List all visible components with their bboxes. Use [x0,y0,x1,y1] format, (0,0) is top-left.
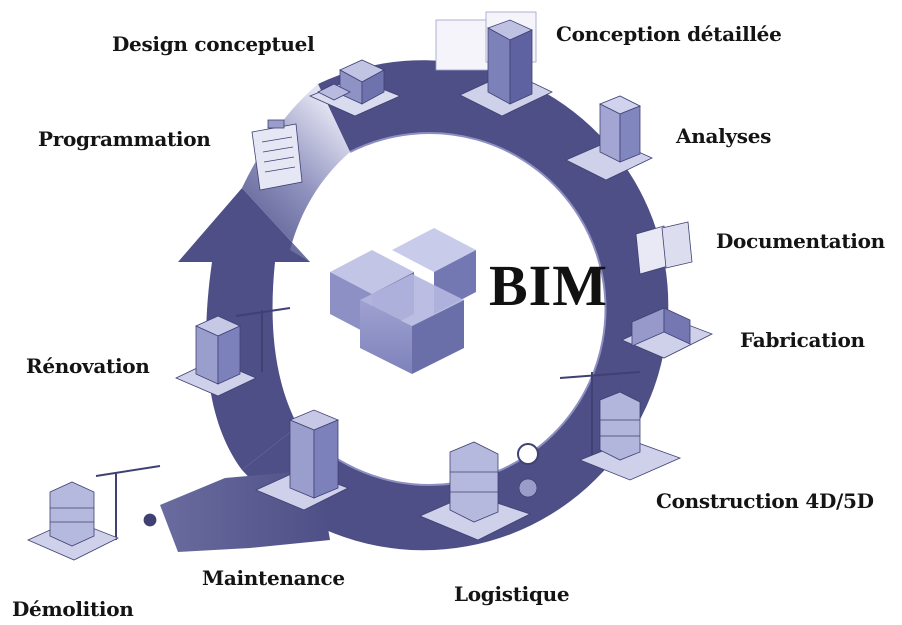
maintenance-tower-icon [254,409,349,511]
clipboard-icon [251,119,303,191]
label-maintenance: Maintenance [202,566,345,590]
label-design-conceptuel: Design conceptuel [112,32,315,56]
label-analyses: Analyses [676,124,772,148]
illustrations [27,11,713,561]
logistics-frame-icon [418,441,539,541]
analysis-tower-icon [565,95,653,181]
concept-blocks-icon [308,59,402,117]
fabrication-panel-icon [621,307,713,359]
label-conception-detaillee: Conception détaillée [556,22,782,46]
construction-crane-icon [559,371,682,481]
cycle-arrow-head [178,188,310,470]
label-documentation: Documentation [716,229,885,253]
renovation-tower-icon [175,307,291,397]
dollar-coin-icon [518,478,538,498]
bim-cube-icon [330,228,476,374]
ring-inner-edge [297,132,607,486]
label-renovation: Rénovation [26,354,150,378]
wrecking-ball-icon [143,513,157,527]
detailed-tower-icon [435,11,553,117]
label-fabrication: Fabrication [740,328,865,352]
bim-title: BIM [489,253,608,318]
label-demolition: Démolition [12,597,134,621]
stopwatch-icon [517,443,539,465]
label-programmation: Programmation [38,127,211,151]
demolition-frame-icon [27,465,161,561]
label-logistique: Logistique [454,582,570,606]
ring-body [242,60,669,551]
documentation-sheets-icon [635,221,693,275]
label-construction: Construction 4D/5D [656,489,874,513]
